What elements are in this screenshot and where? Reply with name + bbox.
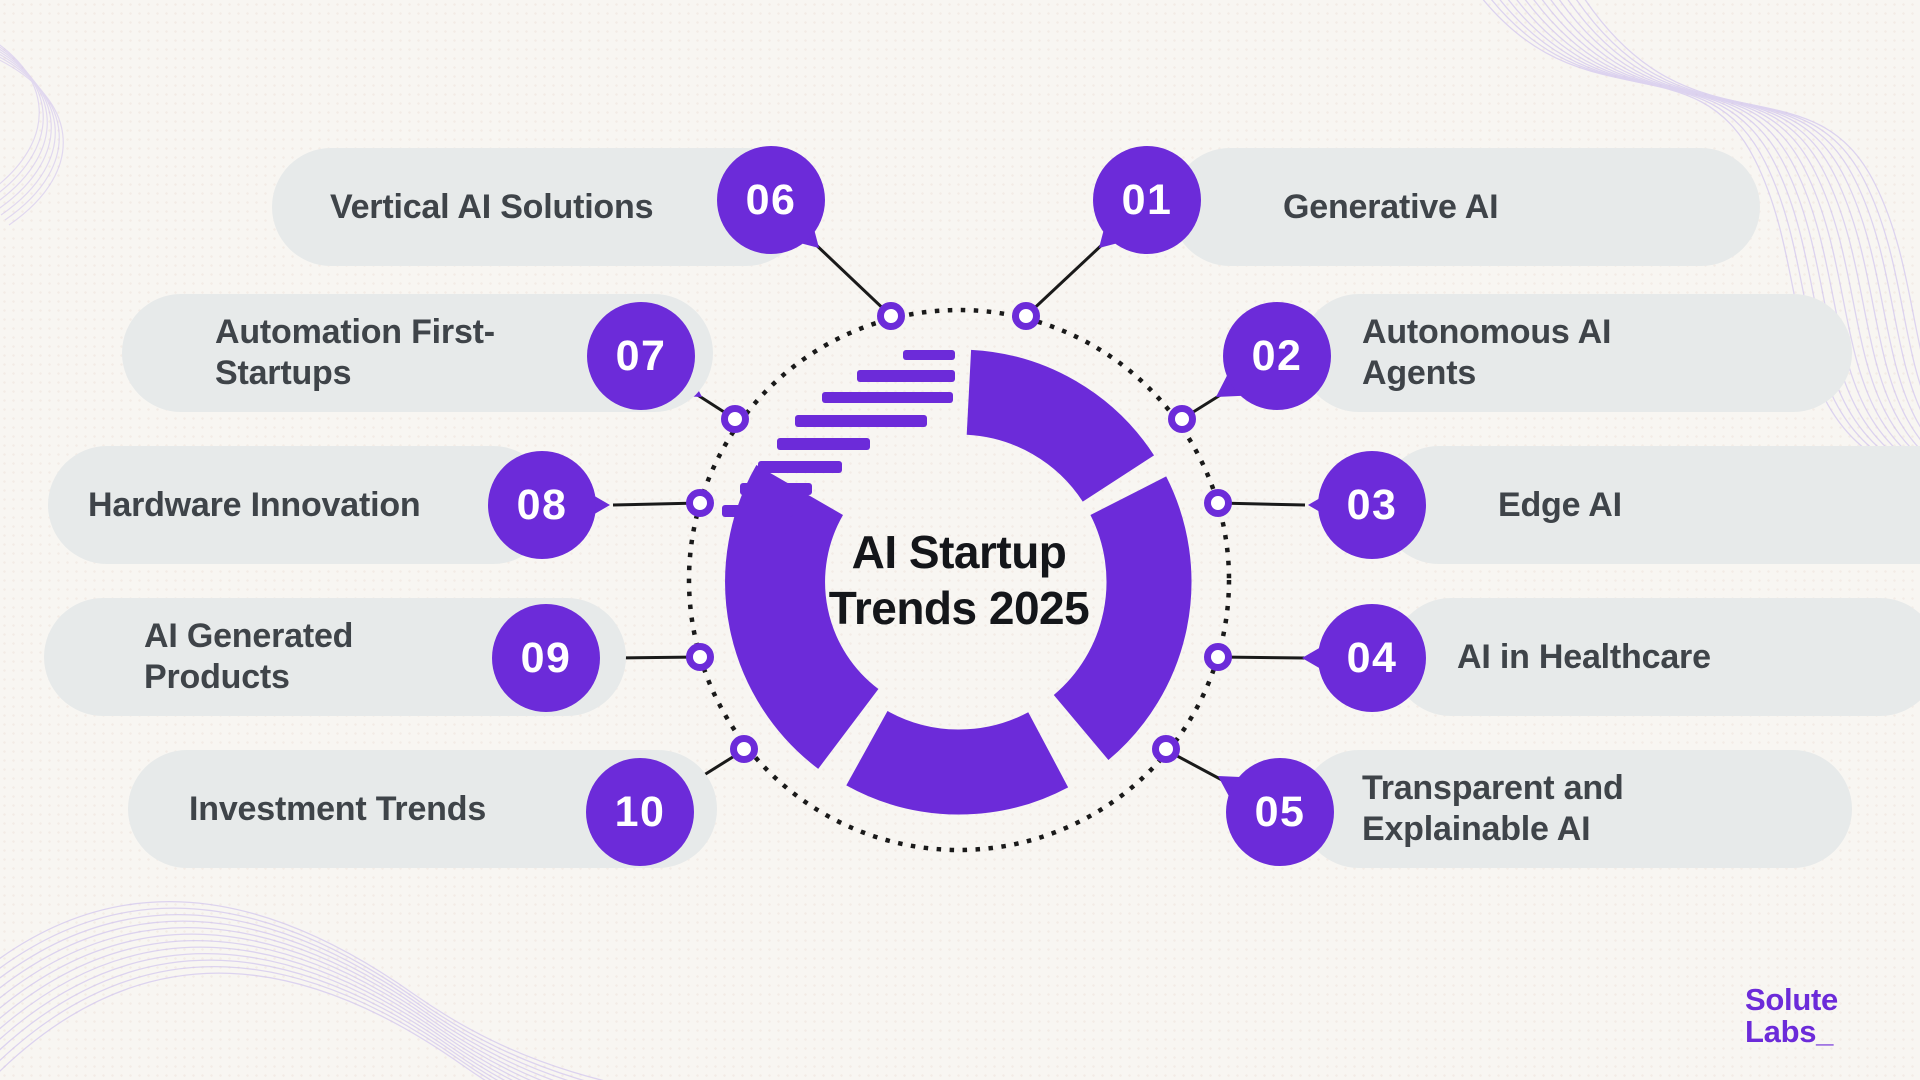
connector-line xyxy=(1217,655,1306,660)
pill-label-line2: Startups xyxy=(215,354,352,392)
pill-label: Generative AI xyxy=(1283,187,1499,226)
dotted-orbit-circle xyxy=(686,307,1232,853)
number-label: 10 xyxy=(614,787,666,836)
trend-number-10: 10 xyxy=(586,758,694,866)
donut-ring-segment xyxy=(1053,476,1192,761)
connector-lines xyxy=(612,240,1306,782)
bubble-tails xyxy=(572,206,1346,815)
donut-chart-graphic xyxy=(725,349,1192,815)
corner-wave-decoration-bottom-left xyxy=(0,900,821,1080)
donut-ring-segment xyxy=(846,710,1069,815)
trend-number-01: 01 xyxy=(1093,146,1201,254)
brand-logo-line-1: Solute xyxy=(1745,982,1838,1017)
stripe-triangle xyxy=(780,527,806,540)
pill-label: Edge AI xyxy=(1498,485,1622,524)
number-label: 02 xyxy=(1251,331,1303,380)
connector-node xyxy=(1168,405,1196,433)
pill-label: AI Generated xyxy=(144,617,354,656)
trend-pill-edge-ai: Edge AI xyxy=(1380,446,1920,564)
trend-number-04: 04 xyxy=(1318,604,1426,712)
pill-label: AI in Healthcare xyxy=(1457,637,1711,676)
brand-logo-line-2: Labs_ xyxy=(1745,1013,1834,1049)
number-label: 06 xyxy=(745,175,797,224)
trend-number-03: 03 xyxy=(1318,451,1426,559)
connector-line xyxy=(612,501,701,507)
connector-line xyxy=(612,655,701,660)
trend-number-08: 08 xyxy=(488,451,596,559)
stripe xyxy=(822,392,953,403)
connector-nodes xyxy=(686,302,1232,763)
connector-node xyxy=(721,405,749,433)
title-line-1: AI Startup xyxy=(851,526,1067,578)
corner-wave-decoration-top-left xyxy=(0,24,64,226)
pill-label: Vertical AI Solutions xyxy=(330,187,654,226)
connector-line xyxy=(1217,501,1306,507)
trend-number-07: 07 xyxy=(587,302,695,410)
trend-pill-hardware-innovation: Hardware Innovation xyxy=(48,446,552,564)
stripe xyxy=(722,505,793,517)
pill-label-line2: Explainable AI xyxy=(1362,810,1591,848)
connector-node xyxy=(877,302,905,330)
number-label: 05 xyxy=(1254,787,1306,836)
pill-label: Automation First- xyxy=(215,313,495,352)
connector-node xyxy=(1152,735,1180,763)
connector-node xyxy=(1204,489,1232,517)
stripe xyxy=(795,415,927,427)
brand-logo: Solute Labs_ xyxy=(1745,984,1838,1047)
decorative-stripes xyxy=(722,350,955,540)
number-label: 04 xyxy=(1346,633,1398,682)
connector-node xyxy=(686,643,714,671)
stripe xyxy=(903,350,955,360)
trend-pill-vertical-ai-solutions: Vertical AI Solutions xyxy=(272,148,805,266)
donut-ring-segment xyxy=(725,465,880,769)
trend-number-06: 06 xyxy=(717,146,825,254)
stripe xyxy=(777,438,870,450)
pill-label-line2: Products xyxy=(144,658,290,696)
trend-number-05: 05 xyxy=(1226,758,1334,866)
connector-node xyxy=(686,489,714,517)
trend-pill-ai-in-healthcare: AI in Healthcare xyxy=(1392,598,1920,716)
pill-label: Autonomous AI xyxy=(1362,313,1612,352)
stripe xyxy=(758,461,842,473)
trend-number-09: 09 xyxy=(492,604,600,712)
stripe xyxy=(857,370,955,382)
number-label: 01 xyxy=(1121,175,1173,224)
connector-node xyxy=(1012,302,1040,330)
connector-node xyxy=(730,735,758,763)
connector-node xyxy=(1204,643,1232,671)
number-label: 08 xyxy=(516,480,568,529)
number-label: 03 xyxy=(1346,480,1398,529)
chart-center-title: AI Startup Trends 2025 xyxy=(709,524,1209,636)
pill-label: Transparent and xyxy=(1362,769,1624,808)
title-line-2: Trends 2025 xyxy=(828,582,1090,635)
number-label: 09 xyxy=(520,633,572,682)
number-label: 07 xyxy=(615,331,667,380)
connector-line xyxy=(811,240,893,318)
trend-number-02: 02 xyxy=(1223,302,1331,410)
pill-label: Hardware Innovation xyxy=(88,485,421,524)
trend-pill-generative-ai: Generative AI xyxy=(1171,148,1760,266)
pill-label: Investment Trends xyxy=(189,789,487,828)
pill-label-line2: Agents xyxy=(1362,354,1477,392)
stripe xyxy=(740,483,812,495)
donut-ring-segment xyxy=(965,349,1155,503)
connector-line xyxy=(1024,240,1107,318)
